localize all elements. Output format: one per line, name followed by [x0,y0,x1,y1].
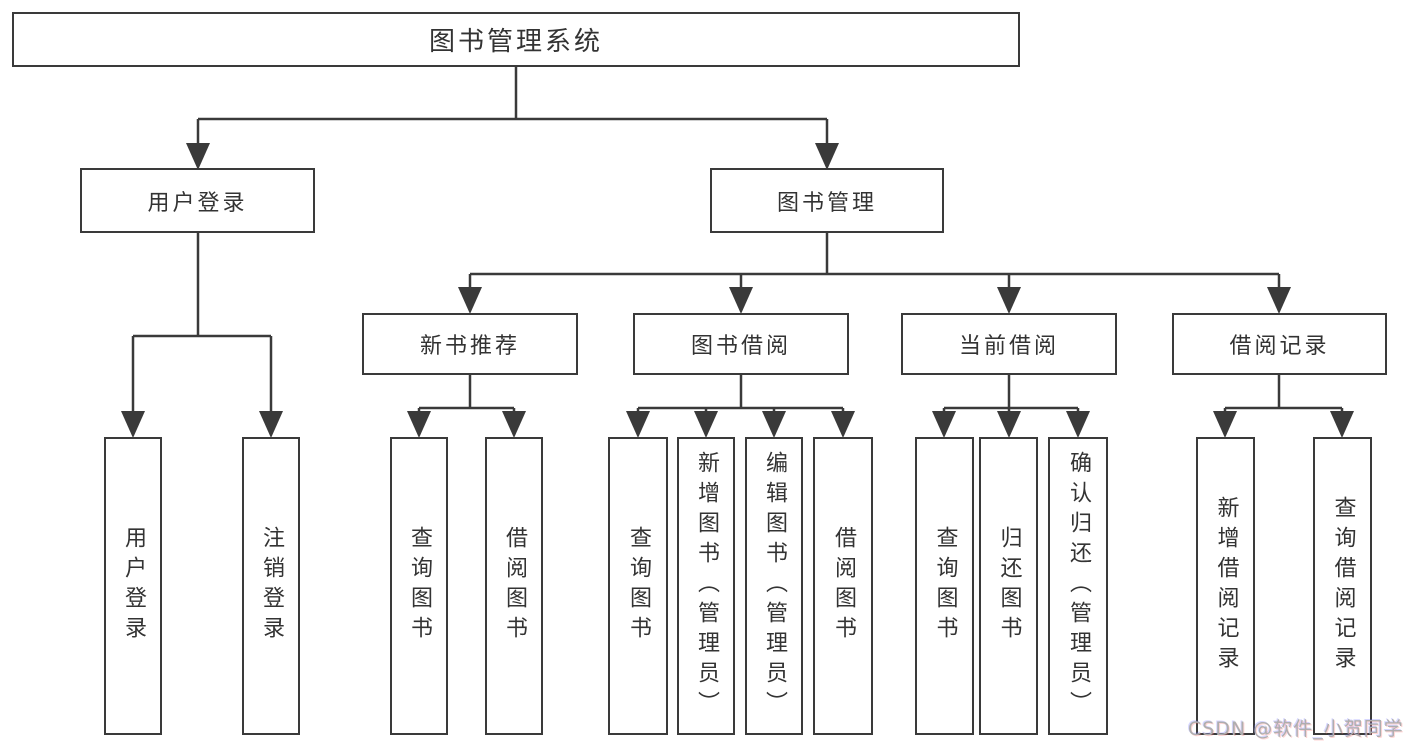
arrowheads [121,143,1354,438]
node-user-login-label: 用户登录 [147,190,248,216]
leaf-records-query-record: 查询借阅记录 [1313,437,1372,735]
leaf-borrow-add-books: 新增图书（管理员） [677,437,735,735]
leaf-current-confirm-return: 确认归还（管理员） [1048,437,1108,735]
leaf-records-add-record: 新增借阅记录 [1196,437,1255,735]
leaf-user-login-label: 用户登录 [121,526,146,646]
node-book-borrow: 图书借阅 [633,313,849,375]
leaf-current-query-books: 查询图书 [915,437,974,735]
node-new-book-recommend-label: 新书推荐 [419,334,520,359]
leaf-borrow-edit-books: 编辑图书（管理员） [745,437,803,735]
node-book-management-label: 图书管理 [776,190,877,216]
leaf-current-return-books: 归还图书 [979,437,1038,735]
leaf-logout: 注销登录 [242,437,300,735]
leaf-current-query-books-label: 查询图书 [932,526,958,646]
node-book-borrow-label: 图书借阅 [690,334,791,359]
leaf-logout-label: 注销登录 [259,526,284,646]
node-current-borrow: 当前借阅 [901,313,1117,375]
leaf-recommend-borrow-books: 借阅图书 [485,437,543,735]
leaf-recommend-query-books: 查询图书 [390,437,448,735]
leaf-current-return-books-label: 归还图书 [996,526,1022,646]
leaf-records-query-record-label: 查询借阅记录 [1330,496,1356,676]
leaf-recommend-query-books-label: 查询图书 [407,526,432,646]
leaf-borrow-edit-books-label: 编辑图书（管理员） [762,451,787,721]
node-new-book-recommend: 新书推荐 [362,313,578,375]
node-current-borrow-label: 当前借阅 [958,334,1059,359]
node-borrow-records: 借阅记录 [1172,313,1387,375]
leaf-user-login: 用户登录 [104,437,162,735]
csdn-watermark: CSDN @软件_小贺同学 [1188,718,1404,740]
node-user-login: 用户登录 [80,168,315,233]
node-root-label: 图书管理系统 [428,27,603,57]
leaf-borrow-query-books-label: 查询图书 [626,526,651,646]
leaf-current-confirm-return-label: 确认归还（管理员） [1066,451,1091,721]
leaf-borrow-add-books-label: 新增图书（管理员） [694,451,719,721]
node-borrow-records-label: 借阅记录 [1229,334,1330,359]
leaf-records-add-record-label: 新增借阅记录 [1213,496,1239,676]
node-book-management: 图书管理 [710,168,944,233]
leaf-borrow-borrow-books: 借阅图书 [813,437,873,735]
leaf-borrow-query-books: 查询图书 [608,437,668,735]
node-root: 图书管理系统 [12,12,1020,67]
leaf-recommend-borrow-books-label: 借阅图书 [502,526,527,646]
leaf-borrow-borrow-books-label: 借阅图书 [831,526,856,646]
